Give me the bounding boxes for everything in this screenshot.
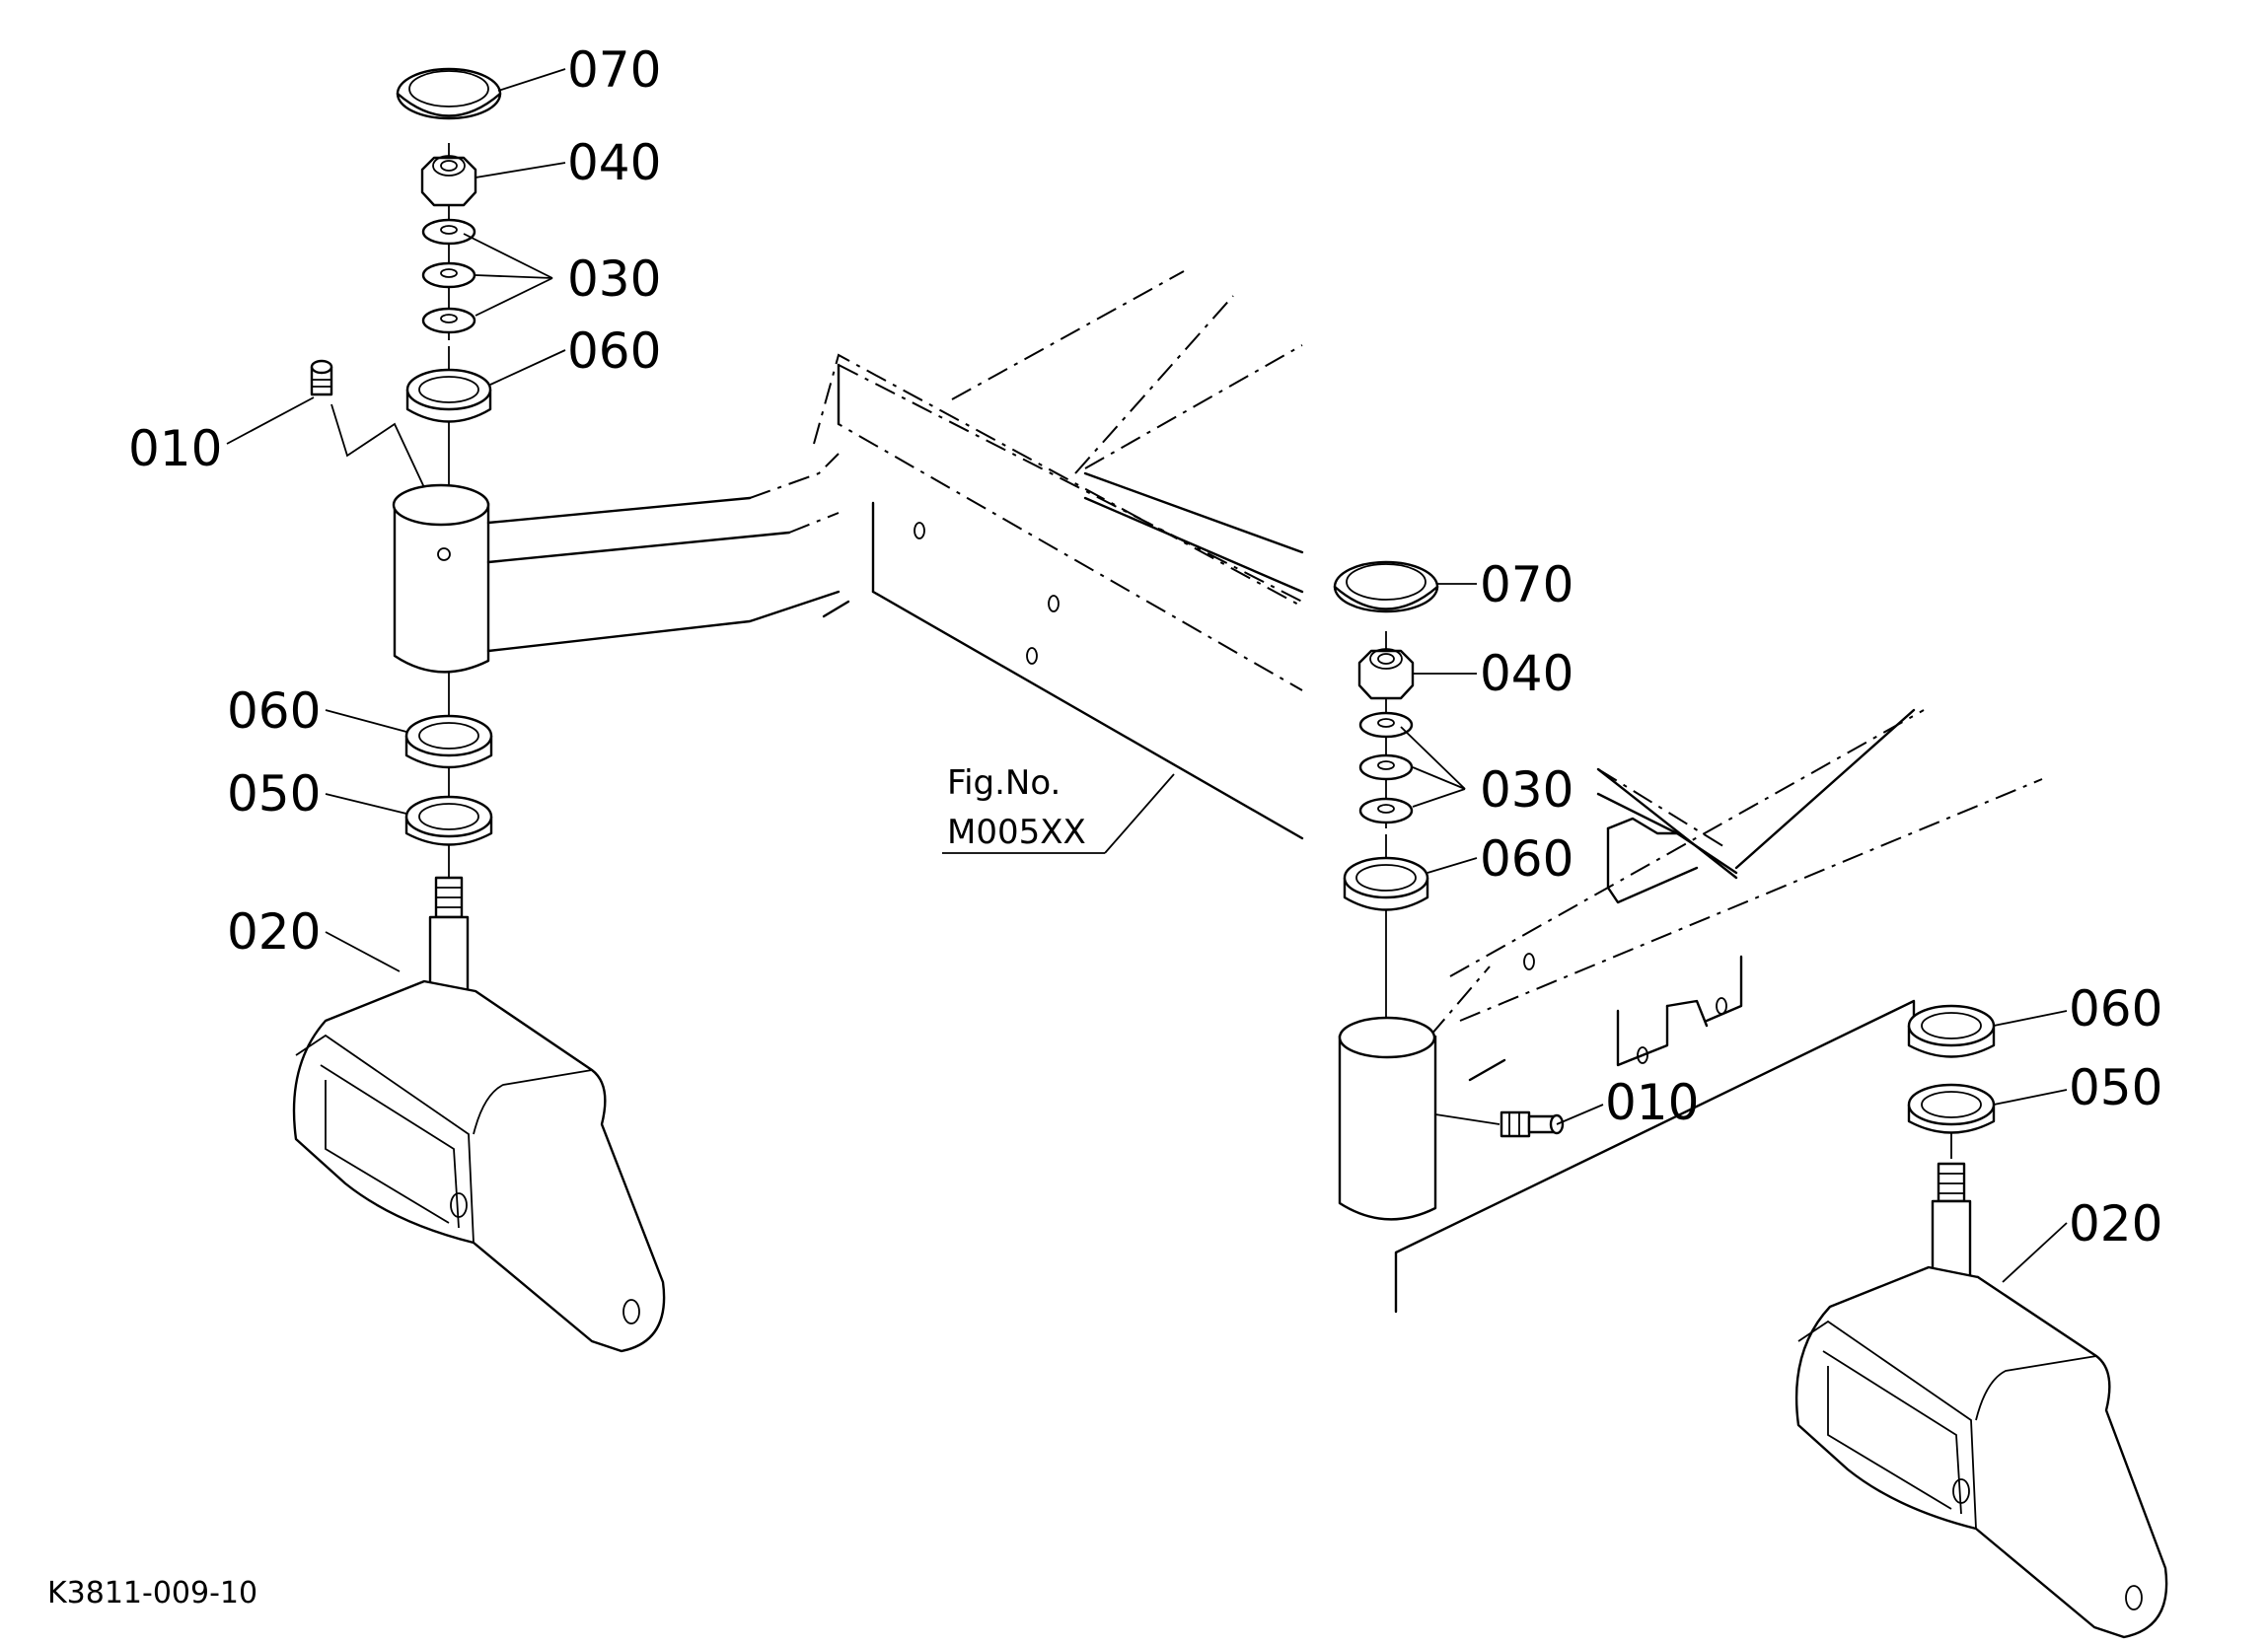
- label-right-020: 020: [2069, 1195, 2162, 1252]
- right-part-070-dust-cap: [1333, 560, 1439, 613]
- left-part-060-bearing-bottom: [404, 714, 493, 769]
- figure-ref-line2: M005XX: [947, 813, 1086, 852]
- label-right-040: 040: [1480, 645, 1573, 702]
- left-part-labels: 070 040 030 060 010 060 050 020: [128, 41, 661, 961]
- label-left-060-bottom: 060: [227, 682, 321, 740]
- figure-ref-leader: [942, 773, 1175, 854]
- label-right-010: 010: [1605, 1074, 1699, 1131]
- right-spindle-housing: [1338, 1016, 1500, 1221]
- right-part-010-grease-nipple: [1500, 1110, 1565, 1138]
- right-part-060-bearing-bottom: [1907, 1004, 1996, 1058]
- right-part-040-nut: [1357, 648, 1415, 700]
- label-left-010: 010: [128, 420, 222, 477]
- label-left-050: 050: [227, 765, 321, 823]
- left-leader-lines: [226, 68, 566, 972]
- label-right-050: 050: [2069, 1059, 2162, 1116]
- figure-ref-line1: Fig.No.: [947, 763, 1061, 803]
- label-right-060-top: 060: [1480, 830, 1573, 888]
- left-spindle-housing: [392, 453, 841, 674]
- left-part-050-seal: [404, 795, 493, 846]
- drawing-code: K3811-009-10: [47, 1576, 257, 1610]
- frame-rails: [813, 270, 1304, 840]
- label-right-070: 070: [1480, 556, 1573, 613]
- left-part-030-washers: [421, 218, 476, 334]
- figure-reference: Fig.No. M005XX: [947, 763, 1086, 852]
- label-right-060-bottom: 060: [2069, 980, 2162, 1038]
- label-left-030: 030: [567, 250, 661, 308]
- label-left-020: 020: [227, 903, 321, 961]
- right-part-labels: 070 040 030 060 010 060 050 020: [1480, 556, 2162, 1252]
- left-part-070-dust-cap: [396, 67, 502, 120]
- left-part-040-nut: [420, 155, 477, 207]
- left-part-060-bearing-top: [405, 368, 492, 423]
- right-part-030-washers: [1358, 711, 1414, 824]
- right-part-020-caster-fork: [1794, 1162, 2168, 1639]
- frame-right-rails: [1394, 708, 2043, 1314]
- label-left-040: 040: [567, 134, 661, 191]
- label-left-070: 070: [567, 41, 661, 99]
- label-right-030: 030: [1480, 761, 1573, 819]
- right-part-060-bearing-top: [1343, 856, 1429, 911]
- right-leader-lines: [1400, 583, 2068, 1283]
- right-part-050-seal: [1907, 1083, 1996, 1134]
- label-left-060-top: 060: [567, 322, 661, 380]
- left-part-020-caster-fork: [292, 876, 666, 1353]
